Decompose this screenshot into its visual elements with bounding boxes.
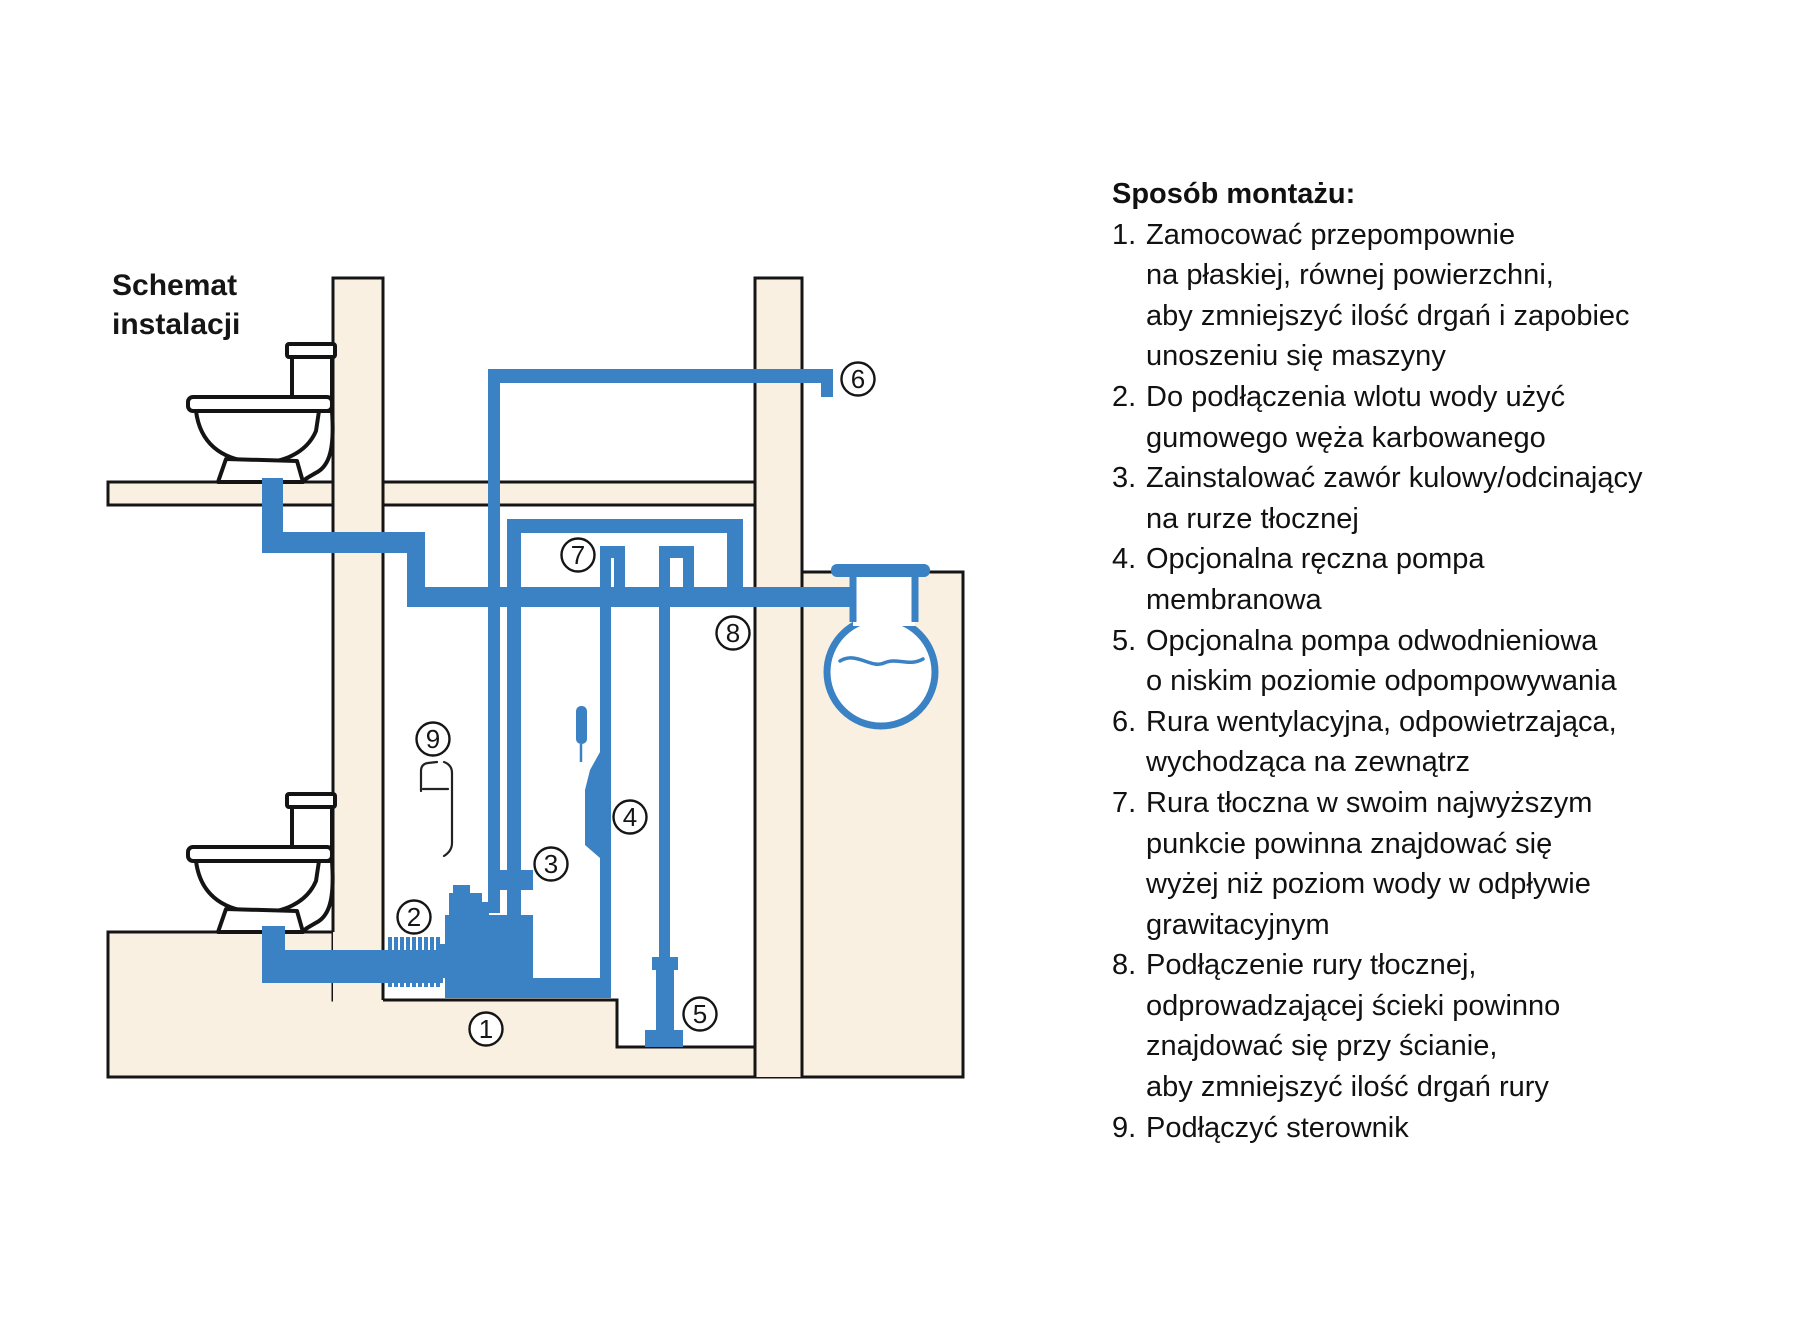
water-line (838, 656, 925, 666)
instruction-item-1: 1. Zamocować przepompownie na płaskiej, … (1112, 215, 1792, 377)
instruction-number: 3. (1112, 462, 1137, 495)
discharge-riser (507, 519, 521, 870)
trap-stub (614, 546, 625, 591)
upper-toilet-drain-pipe (262, 532, 425, 553)
pump-inlet-flange (439, 944, 445, 978)
pump-unit (445, 885, 611, 998)
callout-8-label: 8 (726, 618, 740, 648)
lower-toilet-drain-pipe (262, 950, 387, 983)
callout-4-label: 4 (623, 802, 637, 832)
instruction-item-9: 9. Podłączyć sterownik (1112, 1108, 1792, 1149)
float-switch (576, 706, 600, 858)
instruction-text: Opcjonalna pompa odwodnieniowa o niskim … (1146, 624, 1617, 698)
shutoff-valve-pipe (507, 890, 521, 915)
callout-3: 3 (533, 846, 569, 882)
lower-toilet (186, 792, 337, 934)
instruction-text: Podłączyć sterownik (1146, 1111, 1409, 1144)
vent-pipe (488, 369, 833, 383)
instruction-item-6: 6. Rura wentylacyjna, odpowietrzająca, w… (1112, 702, 1792, 783)
callout-7: 7 (560, 537, 596, 573)
instructions-heading: Sposób montażu: (1112, 178, 1356, 210)
callout-3-label: 3 (544, 849, 558, 879)
shutoff-valve (500, 870, 533, 890)
pipework (262, 369, 856, 1047)
instruction-item-5: 5. Opcjonalna pompa odwodnieniowa o nisk… (1112, 621, 1792, 702)
instruction-number: 6. (1112, 705, 1137, 738)
float-pipe-riser (600, 553, 611, 978)
instruction-number: 7. (1112, 786, 1137, 819)
instruction-number: 1. (1112, 218, 1137, 251)
right-wall (755, 278, 802, 1077)
instruction-text: Do podłączenia wlotu wody użyć gumowego … (1146, 380, 1566, 454)
right-wall-outline (753, 276, 804, 1077)
instruction-text: Zamocować przepompownie na płaskiej, rów… (1146, 218, 1630, 373)
center-wall-outline (331, 276, 385, 1000)
vent-pipe-outlet (821, 383, 833, 397)
callout-1-label: 1 (479, 1014, 493, 1044)
instruction-text: Zainstalować zawór kulowy/odcinający na … (1146, 462, 1643, 535)
dewatering-pump (645, 1030, 683, 1047)
floor-upper (108, 482, 757, 505)
callout-5-label: 5 (693, 999, 707, 1029)
vent-pipe (488, 376, 500, 913)
upper-toilet (186, 342, 337, 484)
instruction-number: 2. (1112, 380, 1137, 413)
instruction-number: 4. (1112, 543, 1137, 576)
dewatering-pump (656, 970, 674, 1030)
dewatering-pump (652, 957, 678, 970)
callout-2: 2 (396, 899, 432, 935)
instruction-text: Opcjonalna ręczna pompa membranowa (1146, 543, 1485, 616)
callout-5: 5 (682, 996, 718, 1032)
instruction-item-8: 8. Podłączenie rury tłocznej, odprowadza… (1112, 945, 1792, 1107)
instruction-item-3: 3. Zainstalować zawór kulowy/odcinający … (1112, 458, 1792, 539)
drain-flask (823, 564, 939, 730)
instruction-number: 5. (1112, 624, 1137, 657)
instruction-text: Rura wentylacyjna, odpowietrzająca, wych… (1146, 705, 1617, 779)
trap-stub (683, 546, 694, 591)
instructions-panel: Sposób montażu: 1. Zamocować przepompown… (1112, 174, 1792, 1148)
discharge-loop-top (507, 519, 743, 533)
discharge-loop-leg (727, 533, 743, 591)
callout-9: 9 (415, 721, 451, 757)
callout-4: 4 (612, 799, 648, 835)
instruction-item-2: 2. Do podłączenia wlotu wody użyć gumowe… (1112, 377, 1792, 458)
callout-8: 8 (715, 615, 751, 651)
corrugated-hose (387, 937, 443, 987)
dewatering-pump-pipe (659, 553, 670, 957)
callout-1: 1 (468, 1011, 504, 1047)
diagram-title: Schemat instalacji (112, 269, 241, 341)
callout-9-label: 9 (426, 724, 440, 754)
gravity-drain-pipe (407, 587, 856, 607)
instruction-item-7: 7. Rura tłoczna w swoim najwyższym punkc… (1112, 783, 1792, 945)
instruction-text: Rura tłoczna w swoim najwyższym punkcie … (1146, 786, 1593, 941)
controller-cable (419, 760, 454, 858)
flask-lip (831, 564, 930, 577)
callout-6-label: 6 (851, 364, 865, 394)
instruction-text: Podłączenie rury tłocznej, odprowadzając… (1146, 949, 1561, 1104)
callout-2-label: 2 (407, 902, 421, 932)
instruction-item-4: 4. Opcjonalna ręczna pompa membranowa (1112, 539, 1792, 620)
callout-6: 6 (840, 361, 876, 397)
instruction-number: 9. (1112, 1111, 1137, 1144)
center-wall (333, 278, 383, 1002)
floor-upper-outline (106, 480, 757, 507)
instruction-number: 8. (1112, 949, 1137, 982)
callout-7-label: 7 (571, 540, 585, 570)
